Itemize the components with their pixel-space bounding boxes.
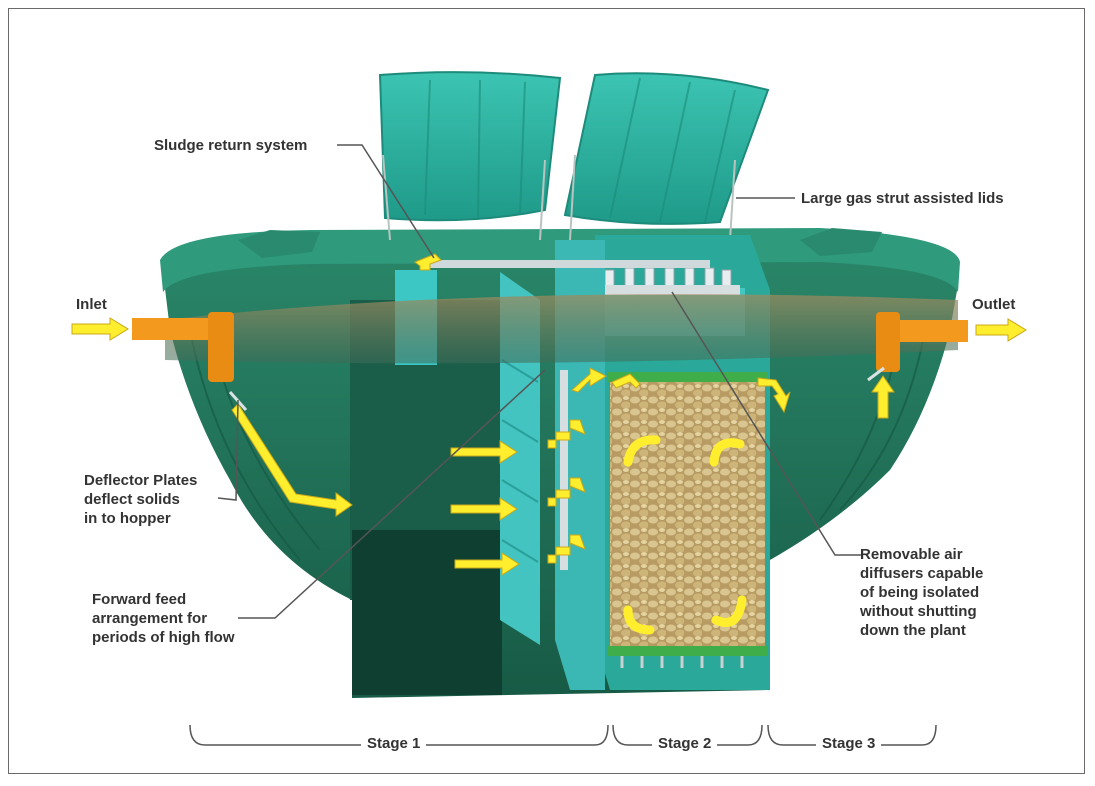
label-air-diffusers: Removable air diffusers capable of being… <box>860 546 984 639</box>
water-surface <box>165 294 958 364</box>
sludge-air-lift <box>560 370 568 570</box>
label-outlet: Outlet <box>972 296 1016 313</box>
leader-lines <box>217 144 862 619</box>
stage1-floor <box>352 530 502 695</box>
left-hatch <box>238 230 320 258</box>
outlet-pipe <box>878 320 968 342</box>
inlet-pipe <box>132 318 222 340</box>
label-sludge-return-system: Sludge return system <box>154 137 308 154</box>
right-hatch <box>800 228 882 256</box>
right-lid <box>563 72 770 225</box>
left-lid <box>378 71 562 222</box>
stage-1-label: Stage 1 <box>361 735 427 752</box>
label-forward-feed: Forward feed arrangement for periods of … <box>92 591 235 646</box>
diffuser-grid <box>620 656 744 668</box>
label-deflector-plates: Deflector Plates deflect solids in to ho… <box>84 472 198 527</box>
label-inlet: Inlet <box>76 296 107 313</box>
circulation-arrows <box>623 435 747 635</box>
gas-struts <box>382 154 736 241</box>
stage-3-label: Stage 3 <box>816 735 882 752</box>
flow-arrows <box>71 253 1027 576</box>
stage-2-label: Stage 2 <box>652 735 718 752</box>
label-gas-strut-lids: Large gas strut assisted lids <box>801 190 1004 207</box>
media-top-grid <box>608 372 768 382</box>
media-bottom-grid <box>608 646 768 656</box>
sludge-return-pipe <box>430 260 710 268</box>
